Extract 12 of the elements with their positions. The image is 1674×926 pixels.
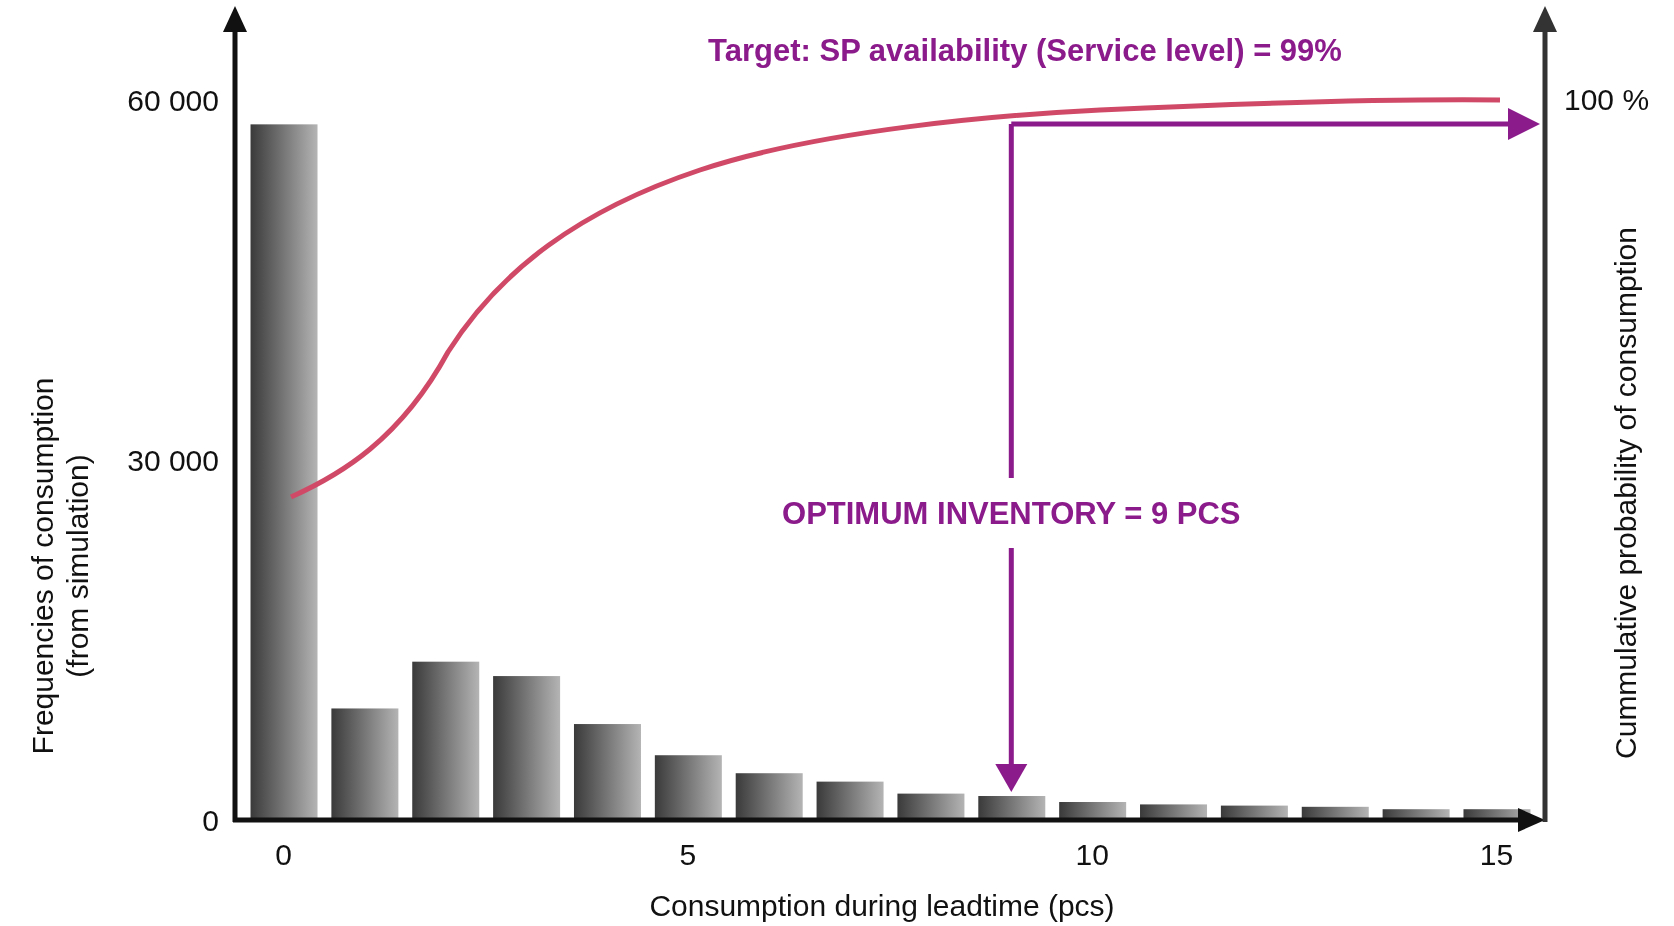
axis-title: Frequencies of consumption (from simulation) (25, 376, 95, 757)
axis-title: Consumption during leadtime (pcs) (649, 888, 1115, 922)
tick-label: 0 (275, 837, 292, 871)
tick-label: 60 000 (127, 83, 219, 117)
tick-label: 15 (1479, 837, 1514, 871)
tick-label: 10 (1075, 837, 1109, 871)
tick-label: 30 000 (127, 443, 219, 477)
tick-label: 100 % (1564, 82, 1650, 116)
tick-label: 5 (679, 837, 697, 871)
tick-label: 0 (202, 803, 219, 837)
chart-title: Target: SP availability (Service level) = 99% (708, 33, 1342, 69)
axis-title: Cummulative probability of consumption (1608, 226, 1643, 761)
